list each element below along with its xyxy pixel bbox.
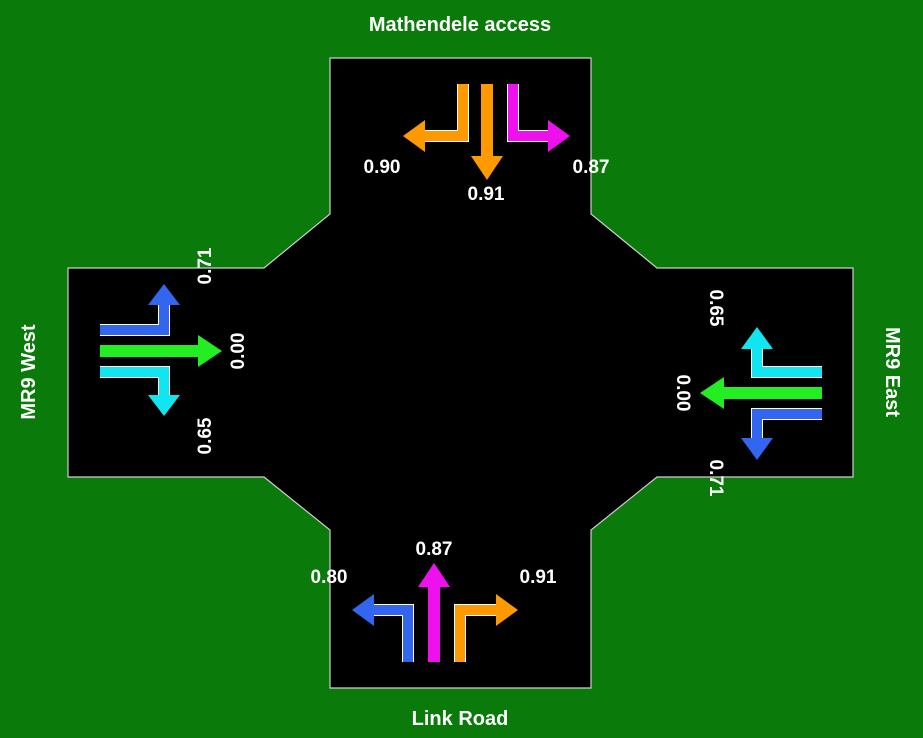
north-through-value: 0.91	[468, 184, 505, 205]
north-left-turn-arrow	[507, 84, 570, 152]
south-approach-arrows	[352, 563, 518, 662]
south-right-turn-value: 0.91	[520, 567, 557, 588]
east-right-turn-value: 0.71	[705, 460, 726, 497]
east-road-name: MR9 East	[881, 327, 903, 417]
east-through-arrow	[700, 377, 822, 409]
west-through-value: 0.00	[228, 333, 249, 370]
east-through-value: 0.00	[672, 375, 693, 412]
south-right-turn-arrow	[454, 594, 518, 662]
south-left-turn-arrow	[352, 594, 414, 662]
west-road-name: MR9 West	[18, 324, 40, 420]
west-left-turn-value: 0.65	[195, 417, 216, 454]
south-left-turn-value: 0.80	[311, 567, 348, 588]
south-road-name: Link Road	[412, 708, 509, 730]
east-left-turn-arrow	[741, 327, 822, 378]
north-right-turn-arrow	[403, 84, 469, 152]
north-road-name: Mathendele access	[369, 14, 551, 36]
north-right-turn-value: 0.90	[364, 157, 401, 178]
south-through-arrow	[418, 563, 450, 662]
east-left-turn-value: 0.65	[705, 290, 726, 327]
south-through-value: 0.87	[416, 539, 453, 560]
west-approach-arrows	[100, 284, 222, 416]
west-right-turn-arrow	[100, 284, 180, 336]
north-approach-arrows	[403, 84, 570, 180]
west-through-arrow	[100, 335, 222, 367]
east-approach-arrows	[700, 327, 822, 460]
east-right-turn-arrow	[741, 408, 822, 460]
west-right-turn-value: 0.71	[195, 247, 216, 284]
north-through-arrow	[471, 84, 503, 180]
intersection-road-surface	[67, 57, 854, 689]
west-left-turn-arrow	[100, 366, 180, 416]
north-left-turn-value: 0.87	[573, 157, 610, 178]
